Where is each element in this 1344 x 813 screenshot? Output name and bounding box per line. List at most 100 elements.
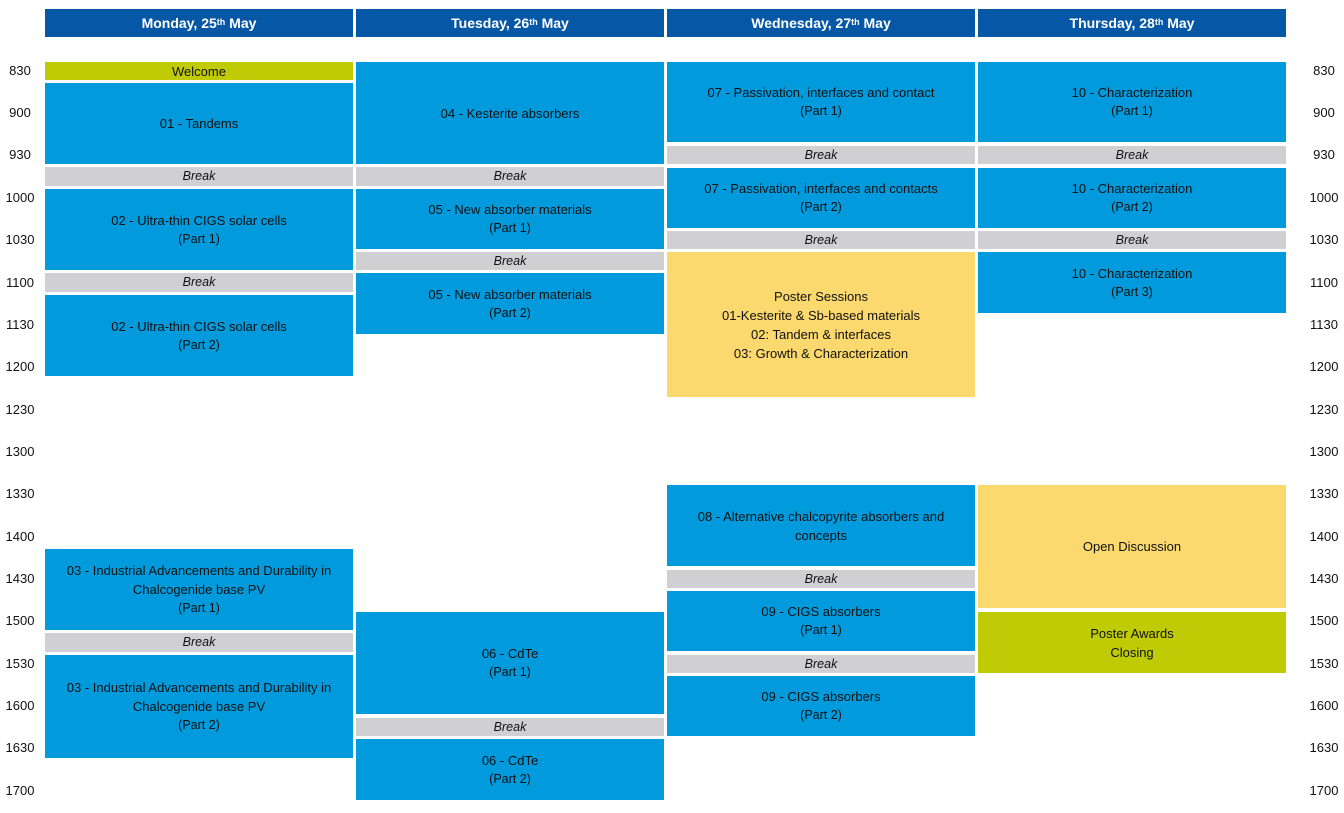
session-part: (Part 1)	[1111, 104, 1153, 118]
session-title: 10 - Characterization	[1071, 181, 1193, 196]
session-09-part2[interactable]: 09 - CIGS absorbers (Part 2)	[667, 676, 975, 736]
time-label: 1400	[1309, 529, 1339, 544]
session-title: 09 - CIGS absorbers	[761, 689, 881, 704]
session-07-part2[interactable]: 07 - Passivation, interfaces and contact…	[667, 168, 975, 228]
session-10-part1[interactable]: 10 - Characterization (Part 1)	[978, 62, 1286, 142]
session-part: (Part 2)	[489, 305, 531, 320]
session-title: 05 - New absorber materials	[428, 286, 592, 302]
break-label: Break	[182, 169, 216, 183]
session-part: (Part 1)	[489, 665, 531, 679]
welcome-block[interactable]: Welcome	[45, 62, 353, 80]
time-label: 830	[9, 63, 31, 78]
session-01-tandems[interactable]: 01 - Tandems	[45, 83, 353, 164]
time-label: 1430	[5, 571, 35, 586]
session-08-chalcopyrite[interactable]: 08 - Alternative chalcopyrite absorbers …	[667, 485, 975, 566]
poster-topic: 02: Tandem & interfaces	[751, 326, 891, 342]
day-name: Tuesday, 26	[451, 15, 530, 31]
session-06-part1[interactable]: 06 - CdTe (Part 1)	[356, 612, 664, 714]
session-part: (Part 1)	[178, 231, 220, 246]
break-label: Break	[493, 719, 527, 734]
session-03-part1[interactable]: 03 - Industrial Advancements and Durabil…	[45, 549, 353, 630]
poster-title: Poster Sessions	[774, 288, 868, 304]
day-name: Monday, 25	[141, 15, 217, 31]
break-label: Break	[804, 571, 838, 586]
session-10-part2[interactable]: 10 - Characterization (Part 2)	[978, 168, 1286, 228]
day-month: May	[229, 15, 257, 31]
session-09-part1[interactable]: 09 - CIGS absorbers (Part 1)	[667, 591, 975, 651]
session-06-part2[interactable]: 06 - CdTe (Part 2)	[356, 739, 664, 800]
time-label: 830	[1313, 63, 1335, 78]
session-title: 04 - Kesterite absorbers	[440, 105, 580, 121]
session-title: 09 - CIGS absorbers	[761, 604, 881, 619]
break-label: Break	[1115, 147, 1149, 162]
session-title: 03 - Industrial Advancements and Durabil…	[66, 563, 332, 597]
session-part: (Part 2)	[800, 200, 842, 214]
time-label: 1000	[1309, 190, 1339, 205]
time-label: 1530	[5, 656, 35, 671]
break-block: Break	[356, 167, 664, 186]
time-label: 1700	[1309, 783, 1339, 798]
time-label: 1430	[1309, 571, 1339, 586]
time-label: 1230	[5, 402, 35, 417]
session-title: 02 - Ultra-thin CIGS solar cells	[111, 212, 287, 228]
session-title: Poster Awards	[1090, 625, 1174, 641]
time-label: 1600	[5, 698, 35, 713]
poster-awards-closing-block[interactable]: Poster Awards Closing	[978, 612, 1286, 673]
open-discussion-block[interactable]: Open Discussion	[978, 485, 1286, 608]
time-label: 1330	[1309, 486, 1339, 501]
session-10-part3[interactable]: 10 - Characterization (Part 3)	[978, 252, 1286, 313]
time-label: 1000	[5, 190, 35, 205]
break-block: Break	[356, 718, 664, 736]
session-title: Closing	[1110, 644, 1154, 660]
break-label: Break	[1115, 232, 1149, 247]
break-block: Break	[45, 273, 353, 292]
session-title: 10 - Characterization	[1071, 85, 1193, 100]
break-label: Break	[182, 275, 216, 289]
time-label: 1200	[1309, 359, 1339, 374]
break-block: Break	[667, 146, 975, 164]
time-label: 1200	[5, 359, 35, 374]
session-02-part2[interactable]: 02 - Ultra-thin CIGS solar cells (Part 2…	[45, 295, 353, 376]
day-name: Wednesday, 27	[751, 15, 852, 31]
session-07-part1[interactable]: 07 - Passivation, interfaces and contact…	[667, 62, 975, 142]
session-title: Open Discussion	[1082, 539, 1182, 554]
session-02-part1[interactable]: 02 - Ultra-thin CIGS solar cells (Part 1…	[45, 189, 353, 270]
session-part: (Part 2)	[178, 337, 220, 352]
break-block: Break	[978, 231, 1286, 249]
time-label: 930	[9, 147, 31, 162]
session-04-kesterite[interactable]: 04 - Kesterite absorbers	[356, 62, 664, 164]
break-block: Break	[667, 655, 975, 673]
time-label: 1100	[1310, 275, 1338, 290]
break-label: Break	[804, 147, 838, 162]
break-block: Break	[667, 570, 975, 588]
break-label: Break	[493, 253, 527, 268]
time-label: 1030	[1309, 232, 1339, 247]
break-block: Break	[45, 167, 353, 186]
session-part: (Part 1)	[178, 601, 220, 615]
time-label: 1300	[5, 444, 35, 459]
session-title: 10 - Characterization	[1071, 265, 1193, 281]
break-block: Break	[356, 252, 664, 270]
break-label: Break	[493, 169, 527, 183]
time-label: 1230	[1309, 402, 1339, 417]
session-title: 06 - CdTe	[481, 752, 539, 768]
session-05-part2[interactable]: 05 - New absorber materials (Part 2)	[356, 273, 664, 334]
time-label: 930	[1313, 147, 1335, 162]
time-label: 1300	[1309, 444, 1339, 459]
break-label: Break	[182, 635, 216, 649]
session-part: (Part 1)	[800, 623, 842, 637]
session-03-part2[interactable]: 03 - Industrial Advancements and Durabil…	[45, 655, 353, 758]
session-title: 03 - Industrial Advancements and Durabil…	[66, 680, 332, 714]
session-part: (Part 1)	[800, 104, 842, 118]
poster-sessions-block[interactable]: Poster Sessions 01-Kesterite & Sb-based …	[667, 252, 975, 397]
day-month: May	[863, 15, 891, 31]
day-month: May	[541, 15, 569, 31]
time-label: 1330	[5, 486, 35, 501]
session-part: (Part 2)	[178, 718, 220, 732]
time-label: 1400	[5, 529, 35, 544]
session-05-part1[interactable]: 05 - New absorber materials (Part 1)	[356, 189, 664, 249]
break-block: Break	[978, 146, 1286, 164]
